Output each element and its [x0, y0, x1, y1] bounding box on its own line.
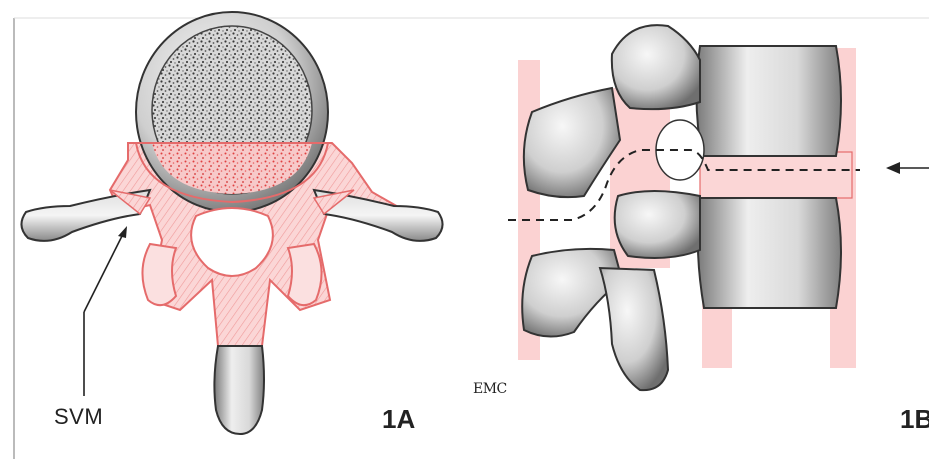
- articular-process-left: [142, 244, 176, 305]
- svm-label: SVM: [54, 404, 103, 430]
- panel-a-vertebra: [21, 12, 442, 434]
- emc-logo: EMC: [473, 381, 507, 397]
- panel-a-label: 1A: [382, 404, 415, 435]
- spinous-process: [214, 346, 264, 434]
- panel-b-label: 1B: [900, 404, 929, 435]
- panel-b-spine: [508, 25, 929, 390]
- lower-vertebral-body: [698, 198, 841, 308]
- articular-process-right: [288, 244, 322, 305]
- upper-vertebral-body: [696, 46, 841, 156]
